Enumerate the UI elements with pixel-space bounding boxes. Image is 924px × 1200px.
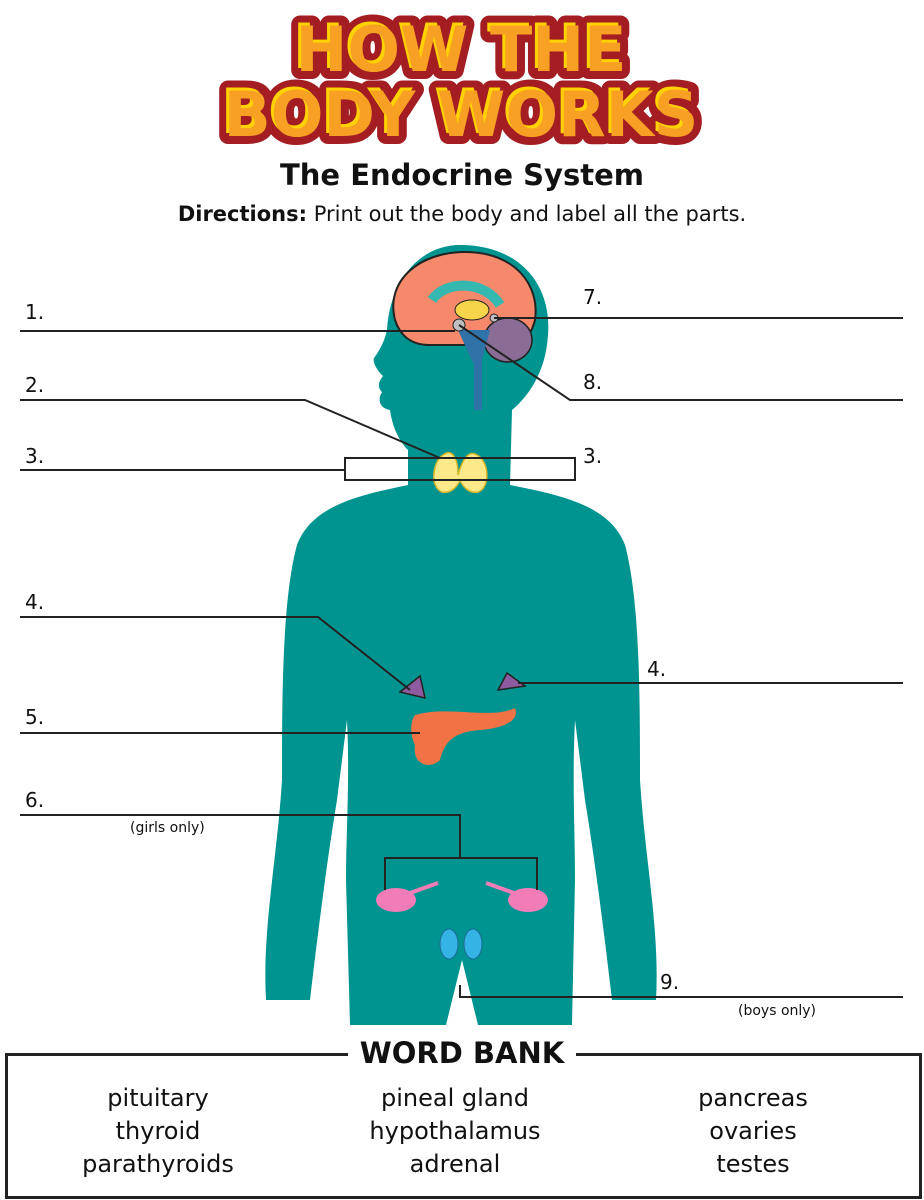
adrenal-right: [496, 671, 527, 691]
note-girls-only: (girls only): [130, 820, 205, 836]
word-bank-title-wrap: WORD BANK: [0, 1036, 924, 1070]
svg-text:BODY WORKS: BODY WORKS: [223, 77, 698, 150]
thalamus: [454, 299, 490, 321]
word-bank-column-3: pancreas ovaries testes: [603, 1082, 903, 1181]
ovary-left: [376, 888, 416, 912]
word: ovaries: [709, 1117, 797, 1145]
label-3-right: 3.: [583, 444, 603, 468]
page-subtitle: The Endocrine System: [280, 158, 644, 192]
word: pituitary: [107, 1084, 209, 1112]
word-bank-title: WORD BANK: [347, 1036, 577, 1070]
adrenal-left: [398, 674, 426, 700]
label-4-left: 4.: [25, 590, 45, 614]
word-bank-column-1: pituitary thyroid parathyroids: [8, 1082, 308, 1181]
label-1: 1.: [25, 300, 45, 324]
directions-text: Print out the body and label all the par…: [313, 202, 747, 226]
directions: Directions: Print out the body and label…: [0, 202, 924, 226]
word: thyroid: [115, 1117, 201, 1145]
brainstem: [458, 330, 490, 410]
word: testes: [716, 1150, 790, 1178]
pancreas: [411, 708, 516, 765]
word: pineal gland: [381, 1084, 529, 1112]
label-6: 6.: [25, 788, 45, 812]
svg-text:HOW THE: HOW THE: [294, 12, 625, 85]
label-8: 8.: [583, 370, 603, 394]
word: parathyroids: [82, 1150, 234, 1178]
label-4-right: 4.: [647, 657, 667, 681]
word: adrenal: [409, 1150, 501, 1178]
ovary-right: [508, 888, 548, 912]
body-silhouette: [265, 245, 657, 1025]
word: pancreas: [698, 1084, 808, 1112]
testis-left: [439, 928, 459, 960]
word-bank-column-2: pineal gland hypothalamus adrenal: [305, 1082, 605, 1181]
leader-lines: [20, 317, 903, 998]
svg-text:HOW THE: HOW THE: [292, 10, 623, 83]
label-5: 5.: [25, 705, 45, 729]
corpus-callosum: [427, 280, 505, 308]
cerebellum: [483, 317, 533, 363]
label-2: 2.: [25, 373, 45, 397]
note-boys-only: (boys only): [738, 1003, 817, 1019]
directions-label: Directions:: [177, 202, 308, 226]
label-9: 9.: [660, 970, 680, 994]
label-3-left: 3.: [25, 444, 45, 468]
thyroid-gland: [433, 452, 488, 494]
label-7: 7.: [583, 285, 603, 309]
how-the-body-works-logo: HOW THE BODY WORKS HOW THE BODY WORKS HO…: [214, 3, 707, 150]
svg-text:BODY WORKS: BODY WORKS: [221, 75, 696, 148]
svg-text:HOW THE: HOW THE: [295, 13, 626, 86]
fallopian-tubes: [409, 881, 515, 895]
testis-right: [463, 928, 483, 960]
svg-text:BODY WORKS: BODY WORKS: [224, 78, 699, 150]
word: hypothalamus: [369, 1117, 541, 1145]
